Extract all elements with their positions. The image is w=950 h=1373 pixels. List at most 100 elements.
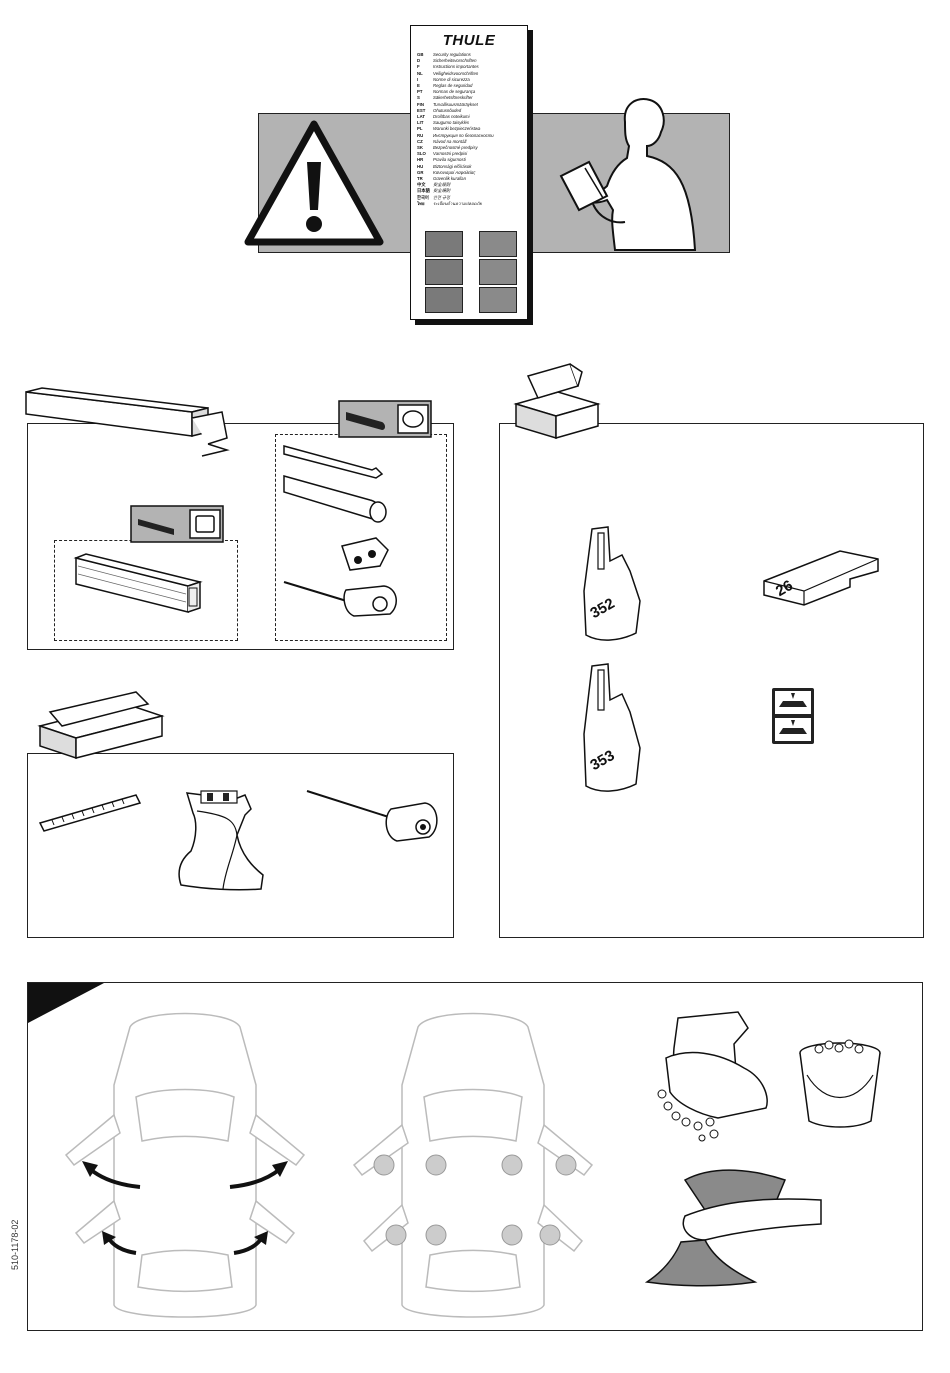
booklet-tile [479,287,517,313]
language-item: RU Инструкция по безопасности [417,133,525,139]
fitting-353-illustration [583,663,641,792]
language-item: ไทย ระเบียบด้านความปลอดภัย [417,201,525,207]
language-text: 安全规则 [433,182,451,188]
language-item: S Säkerhetsföreskrifter [417,95,525,101]
language-code: CZ [417,138,423,144]
language-item: EST Ohutusnõuded [417,108,525,114]
language-code: GR [417,169,424,175]
car-fitting-points-illustration [352,1012,594,1318]
language-item: LIT Saugumo taisyklės [417,120,525,126]
lock-key-illustration [306,790,438,842]
language-item: 日本語安全規則 [417,188,525,194]
language-item: FIN Turvallisuusmääräykset [417,102,525,108]
wing-bar-parts-illustration [283,445,397,617]
measuring-strip-illustration [38,794,142,832]
language-item: HU Biztonsági előírások [417,164,525,170]
language-code: 한국어 [417,194,429,200]
document-number: 510-1178-02 [10,1219,20,1270]
language-text: Saugumo taisyklės [433,120,470,126]
language-text: Säkerhetsföreskrifter [433,95,473,101]
booklet-brand: THULE [442,32,496,49]
language-code: 中文 [417,182,426,188]
language-text: Sicherheitsvorschriften [433,58,477,64]
wing-profile-tag [338,400,432,438]
clean-foot-pad-illustration [657,1011,768,1142]
language-text: Turvallisuusmääräykset [433,101,478,107]
language-code: ไทย [417,200,425,206]
language-code: 日本語 [417,188,430,194]
person-reading-illustration [559,98,697,251]
warning-triangle-icon [244,120,384,246]
rail-package-illustration [25,387,230,457]
booklet-tile [425,231,463,257]
language-text: Drošības noteikumi [433,114,470,120]
language-text: Ohutusnõuded [433,107,462,113]
language-item: 中文 安全规则 [417,182,525,188]
language-text: Návod na montáž [433,138,467,144]
language-text: Biztonsági előírások [433,163,472,169]
language-item: 한국어 안전 규정 [417,195,525,201]
language-text: Инструкция по безопасности [433,132,494,138]
language-item: LAT Drošības noteikumi [417,114,525,120]
language-code: GB [417,52,424,57]
language-text: Security regulations [433,52,471,57]
language-text: 안전 규정 [433,194,451,200]
booklet-tile [425,259,463,285]
language-item: D Sicherheitsvorschriften [417,58,525,64]
language-text: Veiligheidsvoorschriften [433,70,479,76]
language-code: HR [417,157,424,163]
booklet-tile [425,287,463,313]
language-code: S [417,95,420,101]
language-text: Κανονισμοί Ασφαλείας [433,169,476,175]
language-code: LAT [417,114,426,120]
kit-box-illustration [513,363,601,440]
language-item: CZ Návod na montáž [417,139,525,145]
language-code: NL [417,70,423,76]
step-corner-marker [28,983,104,1023]
pad-26-illustration [763,550,879,606]
language-item: HR Pravila sigurnosti [417,157,525,163]
language-item: GB Security regulations [417,52,525,58]
language-code: D [417,58,421,64]
language-code: FIN [417,101,424,107]
language-text: Normas de segurança [433,89,476,95]
language-code: HU [417,163,424,169]
language-text: Instructions importantes [433,64,479,70]
language-item: GR Κανονισμοί Ασφαλείας [417,170,525,176]
language-item: SK Bezpečnostné predpisy [417,145,525,151]
language-item: NL Veiligheidsvoorschriften [417,71,525,77]
car-doors-open-illustration [64,1012,306,1318]
soap-bucket-illustration [799,1039,881,1128]
square-bar-illustration [73,553,203,613]
language-code: PT [417,89,423,95]
language-text: Bezpečnostné predpisy [433,145,478,151]
booklet-tile [479,259,517,285]
language-code: F [417,64,420,70]
booklet-tile [479,231,517,257]
language-item: PT Normas de segurança [417,89,525,95]
drying-cloth-illustration [645,1169,822,1287]
language-code: E [417,83,420,89]
language-code: LIT [417,120,424,126]
language-text: ระเบียบด้านความปลอดภัย [433,200,482,206]
language-code: RU [417,132,424,138]
language-code: I [417,76,419,82]
language-code: TR [417,176,423,182]
language-code: EST [417,107,426,113]
square-profile-tag [130,505,224,543]
language-text: 安全規則 [433,188,451,194]
language-text: Güvenlik kuralları [433,176,467,182]
language-item: E Reglas de seguridad [417,83,525,89]
language-text: Warunki bezpieczeństwa [433,126,481,132]
language-item: PL Warunki bezpieczeństwa [417,126,525,132]
language-text: Pravila sigurnosti [433,157,466,163]
language-text: Reglas de seguridad [433,83,473,89]
language-code: PL [417,126,423,132]
roof-foot-illustration [178,790,264,891]
language-code: SK [417,145,423,151]
language-item: TR Güvenlik kuralları [417,176,525,182]
